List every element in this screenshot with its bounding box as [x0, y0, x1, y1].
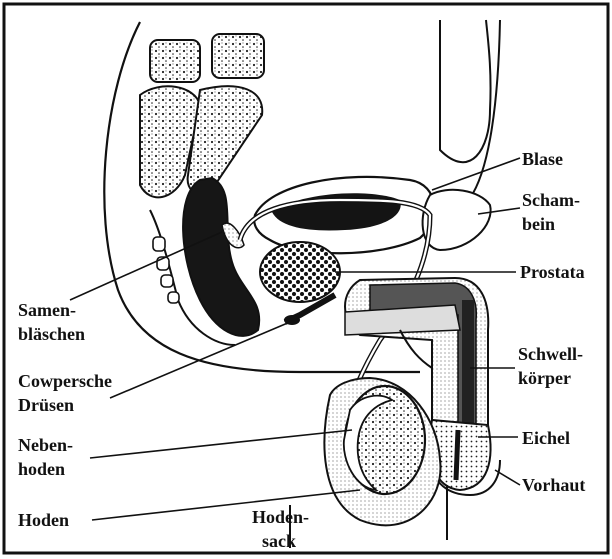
label-cowpersche-line2: Drüsen [18, 395, 74, 415]
label-blase: Blase [522, 149, 563, 169]
label-schambein-line1: Scham- [522, 190, 580, 210]
label-schwellkoerper-line2: körper [518, 368, 571, 388]
label-nebenhoden-line1: Neben- [18, 435, 73, 455]
body-outline-front [440, 20, 491, 162]
label-vorhaut: Vorhaut [522, 475, 585, 495]
pubic-bone [423, 190, 491, 250]
label-samenblaeschen-line1: Samen- [18, 300, 76, 320]
label-schwellkoerper-line1: Schwell- [518, 344, 583, 364]
label-prostata: Prostata [520, 262, 585, 282]
label-nebenhoden-line2: hoden [18, 459, 65, 479]
label-hodensack-line1: Hoden- [252, 507, 309, 527]
label-cowpersche-line1: Cowpersche [18, 371, 112, 391]
rectum [183, 178, 259, 336]
label-schambein-line2: bein [522, 214, 555, 234]
label-eichel: Eichel [522, 428, 570, 448]
label-hodensack-line2: sack [262, 531, 296, 551]
prostate [260, 242, 340, 302]
label-hoden: Hoden [18, 510, 69, 530]
label-samenblaeschen-line2: bläschen [18, 324, 85, 344]
